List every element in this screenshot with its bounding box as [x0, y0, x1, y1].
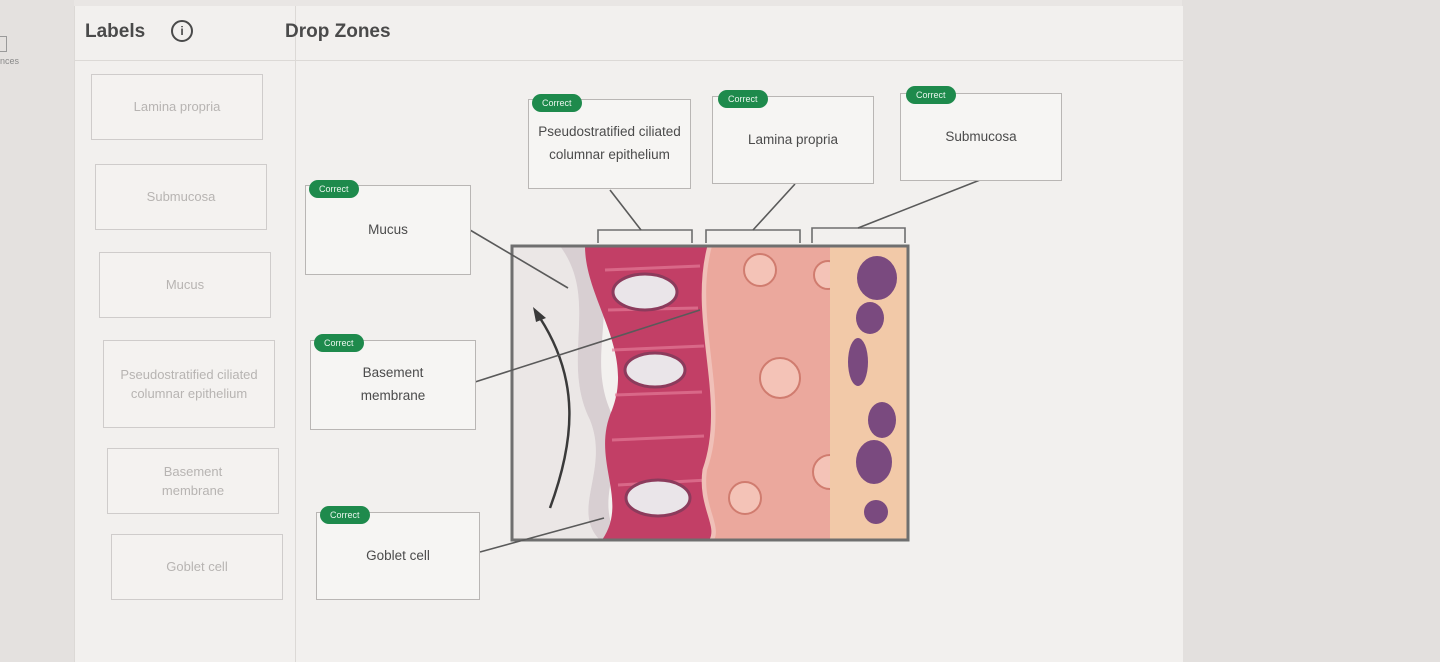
- label-card-mucus[interactable]: Mucus: [99, 252, 271, 318]
- zone-label: Goblet cell: [366, 547, 430, 563]
- zone-label: Pseudostratified ciliated columnar epith…: [538, 124, 681, 162]
- zone-label: Basement membrane: [360, 365, 426, 403]
- zone-label: Mucus: [368, 221, 408, 237]
- correct-badge: Correct: [314, 334, 364, 352]
- drop-zone-goblet-cell[interactable]: Goblet cell: [316, 512, 480, 600]
- drop-zone-lamina-propria[interactable]: Lamina propria: [712, 96, 874, 184]
- right-background: [1182, 0, 1440, 662]
- labels-title: Labels: [85, 21, 146, 42]
- label-card-pseudostratified-epithelium[interactable]: Pseudostratified ciliated columnar epith…: [103, 340, 275, 428]
- label-card-submucosa[interactable]: Submucosa: [95, 164, 267, 230]
- drop-zone-pseudostratified-epithelium[interactable]: Pseudostratified ciliated columnar epith…: [528, 99, 691, 189]
- drop-zone-basement-membrane[interactable]: Basement membrane: [310, 340, 476, 430]
- labels-header: Labels i: [75, 6, 295, 61]
- drop-zones-title: Drop Zones: [285, 21, 391, 42]
- correct-badge: Correct: [309, 180, 359, 198]
- drop-zones-header: Drop Zones: [285, 6, 1183, 61]
- sidebar-label: nces: [0, 56, 20, 66]
- sidebar-icon[interactable]: [0, 36, 7, 52]
- drop-zone-mucus[interactable]: Mucus: [305, 185, 471, 275]
- correct-badge: Correct: [320, 506, 370, 524]
- correct-badge: Correct: [718, 90, 768, 108]
- zone-label: Lamina propria: [747, 131, 839, 147]
- drop-zone-submucosa[interactable]: Submucosa: [900, 93, 1062, 181]
- label-card-basement-membrane[interactable]: Basement membrane: [107, 448, 279, 514]
- drop-zones-panel: Drop Zones: [285, 6, 1183, 662]
- label-card-goblet-cell[interactable]: Goblet cell: [111, 534, 283, 600]
- correct-badge: Correct: [906, 86, 956, 104]
- zone-label: Submucosa: [945, 128, 1017, 144]
- correct-badge: Correct: [532, 94, 582, 112]
- labels-panel: Labels i Lamina propria Submucosa Mucus …: [75, 6, 296, 662]
- info-icon[interactable]: i: [171, 20, 193, 42]
- label-card-lamina-propria[interactable]: Lamina propria: [91, 74, 263, 140]
- left-sidebar-stub: nces: [0, 0, 74, 662]
